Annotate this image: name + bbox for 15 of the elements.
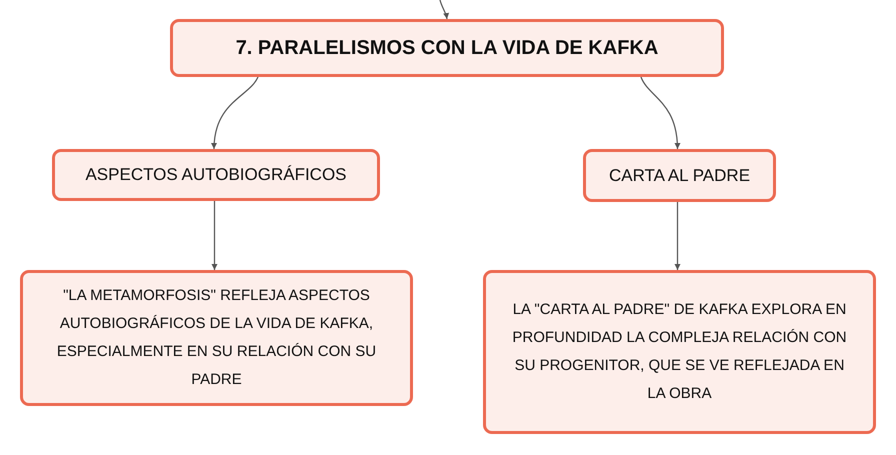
arrow	[439, 0, 449, 20]
node-text: CARTA AL PADRE	[608, 166, 750, 186]
node-text: LA "CARTA AL PADRE" DE KAFKA EXPLORA EN PROFUNDIDAD LA COMPLEJA RELACIÓN CON SU PROGENITOR, QUE SE VE REFLEJADA EN LA OBRA	[511, 300, 848, 404]
arrow	[674, 202, 680, 270]
title-box	[170, 19, 724, 77]
arrow	[212, 201, 218, 270]
arrow	[640, 76, 680, 150]
topic-box	[20, 270, 413, 406]
topic-box	[483, 270, 876, 434]
topic-box	[52, 149, 380, 201]
node-text: ASPECTOS AUTOBIOGRÁFICOS	[85, 165, 347, 185]
node-text: "LA METAMORFOSIS" REFLEJA ASPECTOS AUTOBIOGRÁFICOS DE LA VIDA DE KAFKA, ESPECIALMENTE EN SU RELACIÓN CON SU PADRE	[56, 286, 378, 390]
node-text: 7. PARALELISMOS CON LA VIDA DE KAFKA	[236, 36, 658, 60]
topic-box	[583, 149, 776, 202]
arrow	[211, 76, 259, 150]
